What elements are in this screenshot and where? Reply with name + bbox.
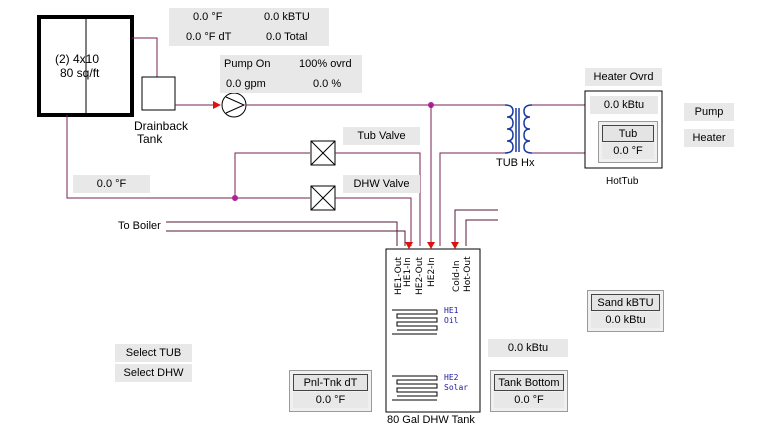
port-he1-out: HE1-Out: [394, 257, 404, 295]
pump-flow: 0.0 gpm: [226, 78, 266, 90]
hottub-label: HotTub: [606, 176, 639, 187]
drainback-label-line1: Drainback: [134, 119, 189, 133]
port-he1-in: HE1-In: [403, 257, 413, 287]
select-tub-button[interactable]: Select TUB: [115, 344, 192, 362]
he1-coil: [392, 309, 438, 335]
he2-label-line2: Solar: [444, 383, 468, 392]
return-temp: 0.0 °F: [73, 175, 150, 193]
pnl-tnk-title: Pnl-Tnk dT: [293, 374, 368, 391]
tank-bottom-title: Tank Bottom: [494, 374, 564, 391]
port-he2-in: HE2-In: [427, 257, 437, 287]
collector-energy: 0.0 kBTU: [264, 11, 310, 23]
select-dhw-button[interactable]: Select DHW: [115, 364, 192, 382]
to-boiler-label: To Boiler: [118, 220, 161, 232]
hx-label: TUB Hx: [496, 157, 535, 169]
tank-bottom-gauge: Tank Bottom 0.0 °F: [490, 370, 568, 412]
collector-size-label: (2) 4x10: [55, 52, 100, 66]
he1-label-line2: Oil: [444, 316, 459, 325]
port-hot-out: Hot-Out: [463, 256, 473, 292]
he2-coil: [392, 375, 438, 401]
collector-readout-panel: [169, 8, 329, 46]
dhw-valve-button[interactable]: DHW Valve: [343, 175, 420, 193]
pump-symbol: [221, 92, 247, 118]
tub-temp-gauge: Tub 0.0 °F: [598, 121, 658, 163]
he1-label-line1: HE1: [444, 306, 459, 315]
collector-supply-pipe: [132, 37, 158, 77]
flow-arrow: [213, 101, 221, 109]
pump-percent: 0.0 %: [313, 78, 342, 90]
collector-temp-dt: 0.0 °F dT: [186, 31, 232, 43]
pnl-tnk-value: 0.0 °F: [293, 392, 368, 408]
pump-status[interactable]: Pump On: [224, 58, 271, 70]
panel-tank-dt-gauge: Pnl-Tnk dT 0.0 °F: [289, 370, 372, 412]
port-he2-out: HE2-Out: [415, 257, 425, 295]
tank-label: 80 Gal DHW Tank: [387, 414, 475, 426]
heater-override-button[interactable]: Heater Ovrd: [585, 68, 662, 86]
he2-label-line1: HE2: [444, 373, 459, 382]
drainback-label-line2: Tank: [137, 132, 163, 146]
collector-temp: 0.0 °F: [193, 11, 223, 23]
pump-readout-panel: [220, 55, 362, 93]
sand-gauge-value: 0.0 kBtu: [591, 312, 660, 328]
collector-area-label: 80 sq/ft: [60, 66, 100, 80]
sand-gauge-title: Sand kBTU: [591, 294, 660, 311]
collector-total: 0.0 Total: [266, 31, 308, 43]
pump-override[interactable]: 100% ovrd: [299, 58, 352, 70]
tub-valve-button[interactable]: Tub Valve: [343, 127, 420, 145]
port-cold-in: Cold-In: [452, 260, 462, 292]
tub-gauge-title: Tub: [602, 125, 654, 142]
tub-heater-button[interactable]: Heater: [684, 129, 734, 147]
tank-energy: 0.0 kBtu: [488, 339, 568, 357]
tub-heat-exchanger: [504, 104, 533, 154]
tank-bottom-value: 0.0 °F: [494, 392, 564, 408]
tub-pump-button[interactable]: Pump: [684, 103, 734, 121]
drainback-tank: [141, 76, 176, 111]
boiler-pipe: [166, 221, 398, 246]
hottub-energy: 0.0 kBtu: [590, 96, 658, 114]
tub-gauge-value: 0.0 °F: [602, 143, 654, 159]
sand-energy-gauge: Sand kBTU 0.0 kBtu: [587, 290, 664, 332]
